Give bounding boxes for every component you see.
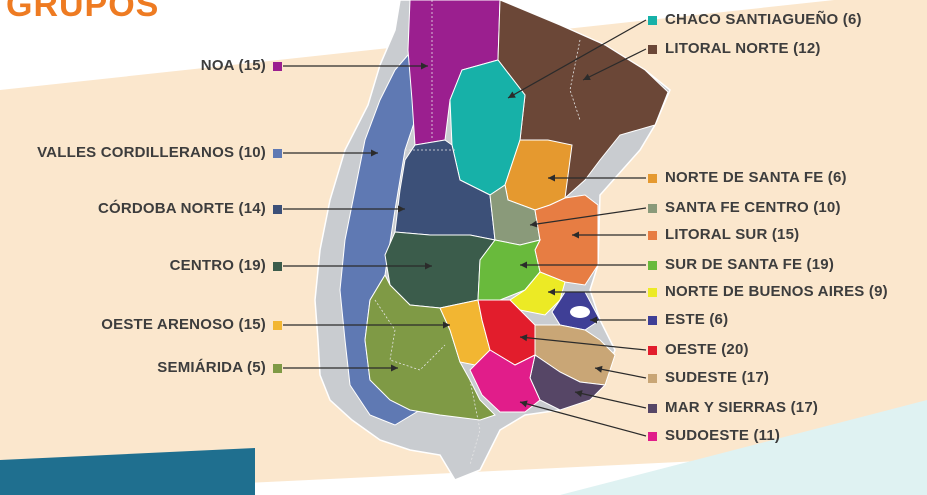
leader-arrow-noa <box>421 62 428 70</box>
legend-label-centro: CENTRO (19) <box>169 257 266 274</box>
dark-teal-band <box>0 448 255 495</box>
legend-swatch-santa-fe-centro <box>648 204 657 213</box>
legend-label-semiarida: SEMIÁRIDA (5) <box>157 359 266 376</box>
leader-arrow-mar-sierras <box>575 390 583 397</box>
legend-swatch-litoral-norte <box>648 45 657 54</box>
leader-arrow-valles <box>371 149 378 157</box>
leader-arrow-chaco <box>508 91 516 98</box>
legend-label-oeste-arenoso: OESTE ARENOSO (15) <box>101 316 266 333</box>
legend-swatch-chaco <box>648 16 657 25</box>
region-valles <box>339 54 426 426</box>
legend-swatch-cordoba-norte <box>273 205 282 214</box>
legend-swatch-noa <box>273 62 282 71</box>
legend-swatch-semiarida <box>273 364 282 373</box>
leader-arrow-sudeste <box>595 365 603 373</box>
legend-label-norte-santa-fe: NORTE DE SANTA FE (6) <box>665 169 847 186</box>
legend-label-sudeste: SUDESTE (17) <box>665 369 770 386</box>
leader-line-litoral-norte <box>582 48 647 81</box>
legend-label-valles: VALLES CORDILLERANOS (10) <box>37 144 266 161</box>
legend-swatch-valles <box>273 149 282 158</box>
legend-label-litoral-norte: LITORAL NORTE (12) <box>665 40 821 57</box>
leader-arrow-oeste-arenoso <box>443 321 450 329</box>
legend-swatch-litoral-sur <box>648 231 657 240</box>
leader-arrow-centro <box>425 262 432 270</box>
legend-label-oeste: OESTE (20) <box>665 341 749 358</box>
legend-label-noa: NOA (15) <box>200 57 266 74</box>
leader-arrow-este <box>590 316 597 324</box>
legend-label-sudoeste: SUDOESTE (11) <box>665 427 781 444</box>
leader-line-santa-fe-centro <box>529 207 647 226</box>
leader-line-chaco <box>507 19 647 99</box>
teal-band <box>560 400 927 495</box>
leader-arrow-litoral-norte <box>583 73 591 81</box>
legend-label-norte-bsas: NORTE DE BUENOS AIRES (9) <box>665 283 888 300</box>
leader-line-sudoeste <box>519 401 647 437</box>
legend-label-este: ESTE (6) <box>665 311 729 328</box>
leader-arrow-litoral-sur <box>572 231 579 239</box>
leader-lines <box>283 19 647 437</box>
legend-label-cordoba-norte: CÓRDOBA NORTE (14) <box>97 200 266 217</box>
legend-swatch-norte-bsas <box>648 288 657 297</box>
leader-line-sudeste <box>594 367 647 379</box>
province-borders <box>374 0 581 466</box>
leader-arrow-sur-santa-fe <box>520 261 527 269</box>
legend-swatch-oeste <box>648 346 657 355</box>
region-sudoeste <box>469 349 541 413</box>
leader-arrow-norte-santa-fe <box>548 174 555 182</box>
leader-arrow-oeste <box>520 334 528 342</box>
leader-line-mar-sierras <box>574 391 647 409</box>
legend-swatch-sur-santa-fe <box>648 261 657 270</box>
leader-arrow-semiarida <box>391 364 398 372</box>
leader-arrow-norte-bsas <box>548 288 555 296</box>
legend-swatch-este <box>648 316 657 325</box>
leader-arrow-cordoba-norte <box>398 205 405 213</box>
legend-swatch-sudeste <box>648 374 657 383</box>
lagoon <box>570 306 590 318</box>
leader-arrow-sudoeste <box>520 400 528 408</box>
legend-label-mar-sierras: MAR Y SIERRAS (17) <box>665 399 819 416</box>
page-title: GRUPOS <box>6 0 160 24</box>
legend-label-sur-santa-fe: SUR DE SANTA FE (19) <box>665 256 835 273</box>
legend-label-santa-fe-centro: SANTA FE CENTRO (10) <box>665 199 841 216</box>
leader-line-oeste <box>519 336 647 351</box>
legend-label-chaco: CHACO SANTIAGUEÑO (6) <box>665 11 862 28</box>
legend-swatch-norte-santa-fe <box>648 174 657 183</box>
legend-swatch-sudoeste <box>648 432 657 441</box>
region-litoral-sur <box>534 194 599 286</box>
legend-label-litoral-sur: LITORAL SUR (15) <box>665 226 800 243</box>
legend-swatch-centro <box>273 262 282 271</box>
leader-arrow-santa-fe-centro <box>530 220 538 228</box>
legend-swatch-oeste-arenoso <box>273 321 282 330</box>
legend-swatch-mar-sierras <box>648 404 657 413</box>
